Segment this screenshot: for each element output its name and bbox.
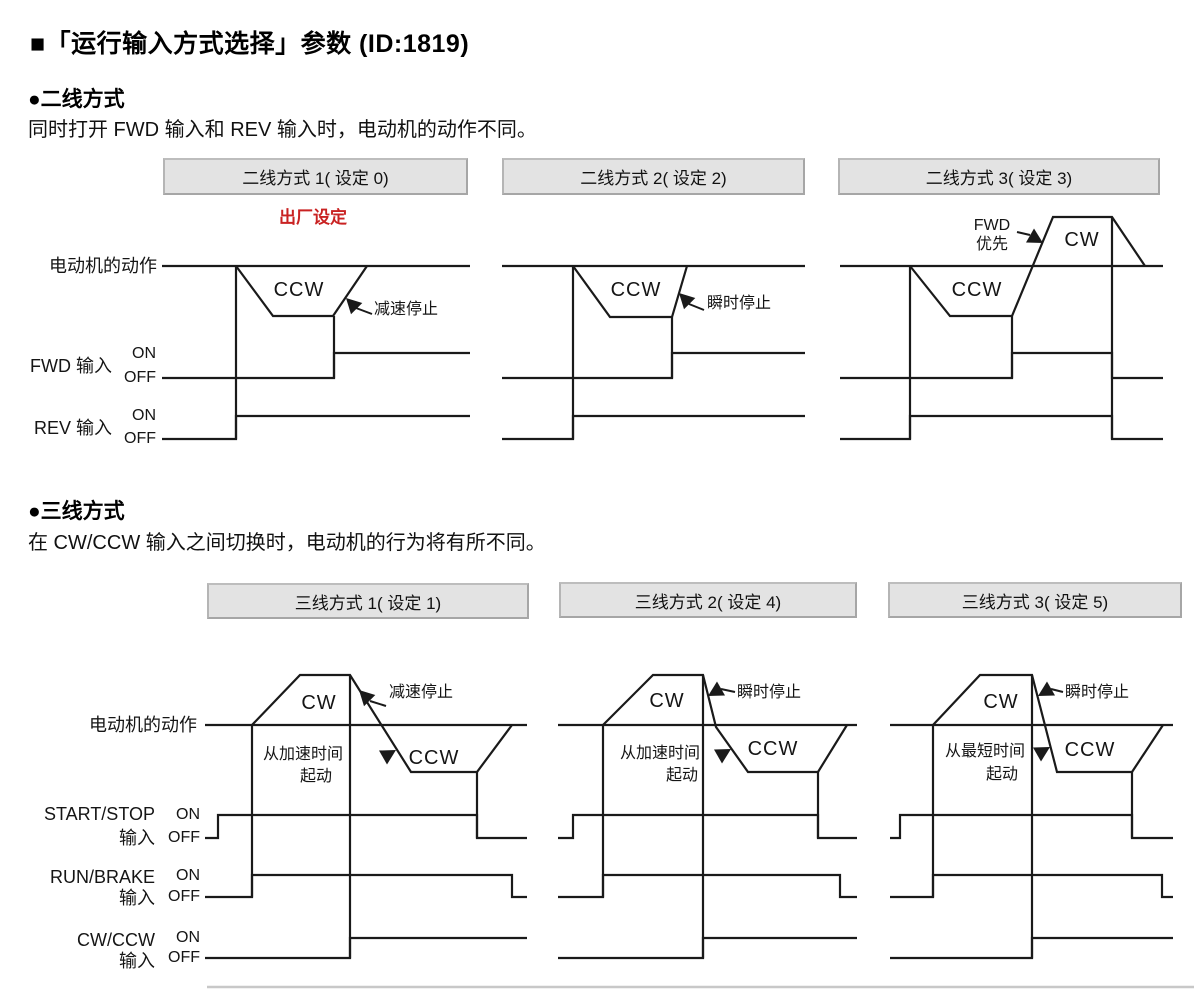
- start-stop-waveform: [558, 813, 857, 840]
- two-wire-panel-2-header: 二线方式 2( 设定 2): [502, 158, 805, 195]
- two-wire-panel-3-waveforms: [840, 215, 1163, 441]
- fwd-priority-arrowhead: [1026, 228, 1043, 243]
- cw-ccw-off-label: OFF: [168, 949, 200, 966]
- two-wire-description: 同时打开 FWD 输入和 REV 输入时，电动机的动作不同。: [28, 119, 537, 141]
- fwd-input-waveform: [162, 351, 470, 380]
- fwd-on-label: ON: [132, 345, 156, 362]
- cw-ccw-waveform: [558, 936, 857, 960]
- panel6-cw-label: CW: [983, 691, 1019, 713]
- panel2-stop-annotation: 瞬时停止: [707, 295, 772, 312]
- rev-input-waveform: [840, 414, 1163, 441]
- panel4-start-annotation-line2: 起动: [299, 768, 332, 785]
- panel3-ccw-label: CCW: [951, 279, 1003, 301]
- accel-start-arrowhead: [714, 749, 731, 764]
- arrow-tail: [369, 700, 387, 707]
- motor-action-label-top: 电动机的动作: [49, 256, 157, 276]
- instant-stop-arrowhead: [679, 293, 696, 310]
- fwd-input-waveform: [502, 351, 805, 380]
- start-stop-input-label: 输入: [119, 828, 155, 848]
- motor-trace-cw-ccw: [932, 673, 1164, 774]
- run-brake-off-label: OFF: [168, 888, 200, 905]
- panel5-start-annotation-line1: 从加速时间: [619, 745, 700, 762]
- panel2-ccw-label: CCW: [610, 279, 662, 301]
- motor-trace-cw-ccw: [251, 673, 513, 774]
- start-stop-on-label: ON: [176, 806, 200, 823]
- cw-ccw-label: CW/CCW: [77, 930, 155, 950]
- start-stop-waveform: [205, 813, 527, 840]
- min-time-start-arrowhead: [1033, 747, 1050, 762]
- run-brake-label: RUN/BRAKE: [49, 867, 155, 887]
- motor-trace-ccw-cw: [909, 215, 1146, 318]
- panel6-ccw-label: CCW: [1064, 739, 1116, 761]
- panel6-start-annotation-line2: 起动: [985, 766, 1018, 783]
- two-wire-panel-1-header: 二线方式 1( 设定 0): [163, 158, 468, 195]
- arrow-tail: [720, 688, 736, 693]
- start-stop-label: START/STOP: [43, 804, 155, 824]
- instant-stop-arrowhead: [708, 681, 725, 696]
- two-wire-panel-3-header: 二线方式 3( 设定 3): [838, 158, 1160, 195]
- motor-trace-ccw-dip: [572, 265, 689, 319]
- panel4-cw-label: CW: [301, 692, 337, 714]
- panel5-cw-label: CW: [649, 690, 685, 712]
- rev-on-label: ON: [132, 407, 156, 424]
- decel-stop-arrowhead: [359, 690, 376, 707]
- rev-input-waveform: [162, 414, 470, 441]
- fwd-off-label: OFF: [124, 369, 156, 386]
- panel3-fwd-priority-line1: FWD: [973, 217, 1011, 234]
- factory-setting-note: 出厂设定: [279, 208, 347, 227]
- panel5-stop-annotation: 瞬时停止: [737, 684, 802, 701]
- panel4-ccw-label: CCW: [408, 747, 460, 769]
- panel1-ccw-label: CCW: [273, 279, 325, 301]
- cw-ccw-input-label: 输入: [119, 951, 155, 971]
- panel4-start-annotation-line1: 从加速时间: [262, 746, 343, 763]
- three-wire-panel-1-waveforms: [205, 673, 527, 960]
- fwd-input-waveform: [840, 351, 1163, 380]
- three-wire-panel-1-header: 三线方式 1( 设定 1): [207, 583, 529, 619]
- three-wire-panel-3-header: 三线方式 3( 设定 5): [888, 582, 1182, 618]
- decel-stop-arrowhead: [346, 298, 363, 315]
- fwd-input-label: FWD 输入: [30, 356, 112, 376]
- three-wire-description: 在 CW/CCW 输入之间切换时，电动机的行为将有所不同。: [28, 532, 546, 554]
- cw-ccw-waveform: [890, 936, 1173, 960]
- two-wire-panel-2-waveforms: [502, 264, 805, 441]
- arrow-tail: [1050, 688, 1064, 693]
- start-stop-waveform: [890, 813, 1173, 840]
- rev-input-waveform: [502, 414, 805, 441]
- rev-off-label: OFF: [124, 430, 156, 447]
- run-brake-on-label: ON: [176, 867, 200, 884]
- two-wire-panel-1-waveforms: [162, 264, 470, 441]
- run-brake-input-label: 输入: [119, 888, 155, 908]
- three-wire-panel-3-waveforms: [890, 673, 1173, 960]
- two-wire-heading: ●二线方式: [28, 88, 125, 111]
- page-title: ■「运行输入方式选择」参数 (ID:1819): [30, 30, 470, 58]
- run-brake-waveform: [558, 873, 857, 899]
- three-wire-panel-2-header: 三线方式 2( 设定 4): [559, 582, 857, 618]
- arrow-tail: [355, 307, 373, 315]
- run-brake-waveform: [205, 873, 527, 899]
- cw-ccw-on-label: ON: [176, 929, 200, 946]
- run-brake-waveform: [890, 873, 1173, 899]
- panel3-fwd-priority-line2: 优先: [975, 236, 1008, 253]
- panel1-stop-annotation: 减速停止: [374, 301, 439, 318]
- motor-action-label-bottom: 电动机的动作: [89, 715, 197, 735]
- panel5-start-annotation-line2: 起动: [665, 767, 698, 784]
- three-wire-panel-2-waveforms: [558, 673, 857, 960]
- accel-start-arrowhead: [379, 750, 396, 765]
- start-stop-off-label: OFF: [168, 829, 200, 846]
- three-wire-heading: ●三线方式: [28, 500, 125, 523]
- arrow-tail: [688, 303, 705, 311]
- motor-trace-ccw-dip: [235, 265, 368, 318]
- panel6-stop-annotation: 瞬时停止: [1065, 684, 1130, 701]
- panel4-stop-annotation: 减速停止: [389, 684, 454, 701]
- arrow-tail: [1016, 231, 1031, 236]
- cw-ccw-waveform: [205, 936, 527, 960]
- panel6-start-annotation-line1: 从最短时间: [944, 743, 1025, 760]
- panel5-ccw-label: CCW: [747, 738, 799, 760]
- rev-input-label: REV 输入: [33, 418, 112, 438]
- panel3-cw-label: CW: [1064, 229, 1100, 251]
- instant-stop-arrowhead: [1038, 681, 1055, 696]
